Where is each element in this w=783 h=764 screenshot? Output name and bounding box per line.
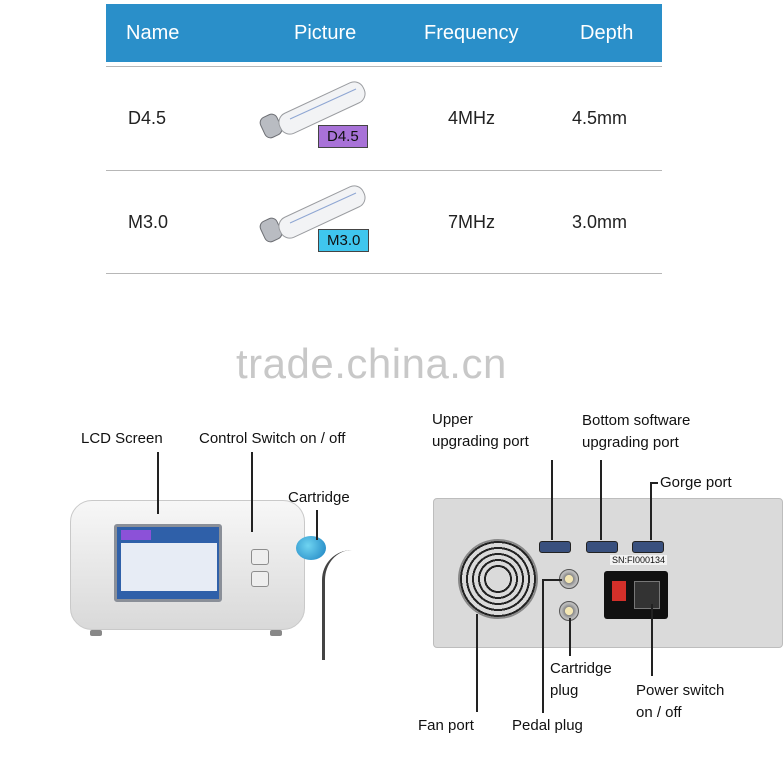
cell-name: M3.0 [128,211,169,232]
cell-frequency: 4MHz [448,108,496,128]
callout-line [542,579,562,581]
gorge-port-connector [632,541,664,553]
fan-center [488,569,508,589]
tag-d45: D4.5 [318,125,368,148]
header-picture: Picture [294,21,357,44]
power-module [604,571,668,619]
cell-depth: 3.0mm [572,211,628,232]
callout-line [600,460,602,540]
label-upper-port-1: Upper [432,411,473,428]
cartridge-m30-icon [259,185,366,243]
header-name: Name [126,21,180,44]
cartridge-handpiece-icon [296,536,326,560]
cell-frequency: 7MHz [448,211,496,232]
label-pedal-plug: Pedal plug [512,717,583,734]
lcd-screen [114,524,222,602]
cell-depth: 4.5mm [572,108,628,128]
label-gorge-port: Gorge port [660,474,732,491]
label-lcd-screen: LCD Screen [81,430,163,447]
tag-m30: M3.0 [318,229,370,252]
label-control-switch: Control Switch on / off [199,430,346,447]
device-back: SN:FI000134 [433,498,783,648]
power-switch-icon [612,581,626,601]
label-power-switch-2: on / off [636,704,682,721]
label-upper-port-2: upgrading port [432,433,529,450]
bottom-port-connector [586,541,618,553]
label-bottom-port-1: Bottom software [582,412,691,429]
callout-line [650,482,652,540]
callout-line [569,618,571,656]
table-header: Name Picture Frequency Depth [106,4,662,62]
label-cartridge-plug-2: plug [550,682,579,699]
callout-line [316,510,318,540]
callout-line [651,604,653,676]
callout-line [650,482,658,484]
label-cartridge-plug-1: Cartridge [550,660,612,677]
cartridge-d45-icon [259,81,366,139]
pedal-plug-port [559,569,579,589]
callout-line [251,452,253,532]
spec-table: Name Picture Frequency Depth D4.5 D4.5 4… [106,4,662,274]
cell-name: D4.5 [128,108,167,128]
callout-line [476,614,478,712]
control-switch-bottom [251,571,269,587]
upper-port-connector [539,541,571,553]
label-cartridge: Cartridge [288,489,350,506]
fan-grille-icon [458,539,538,619]
watermark: trade.china.cn [236,340,507,387]
device-front [60,490,360,660]
screen-panel [121,543,217,591]
label-fan-port: Fan port [418,717,474,734]
cartridge-picture: D4.5 [238,75,388,163]
header-depth: Depth [580,21,634,44]
label-power-switch-1: Power switch [636,682,725,699]
table-row: D4.5 D4.5 4MHz 4.5mm [106,66,662,170]
screen-header [121,530,151,540]
header-frequency: Frequency [424,21,519,44]
cable [322,550,362,660]
device-foot [270,630,282,636]
callout-line [551,460,553,540]
callout-line [157,452,159,514]
label-bottom-port-2: upgrading port [582,434,679,451]
cartridge-picture: M3.0 [238,179,388,267]
table-row: M3.0 M3.0 7MHz 3.0mm [106,170,662,274]
control-switch-top [251,549,269,565]
callout-line [542,579,544,713]
power-socket-icon [634,581,660,609]
serial-number: SN:FI000134 [610,555,668,565]
device-foot [90,630,102,636]
device-body [70,500,305,630]
